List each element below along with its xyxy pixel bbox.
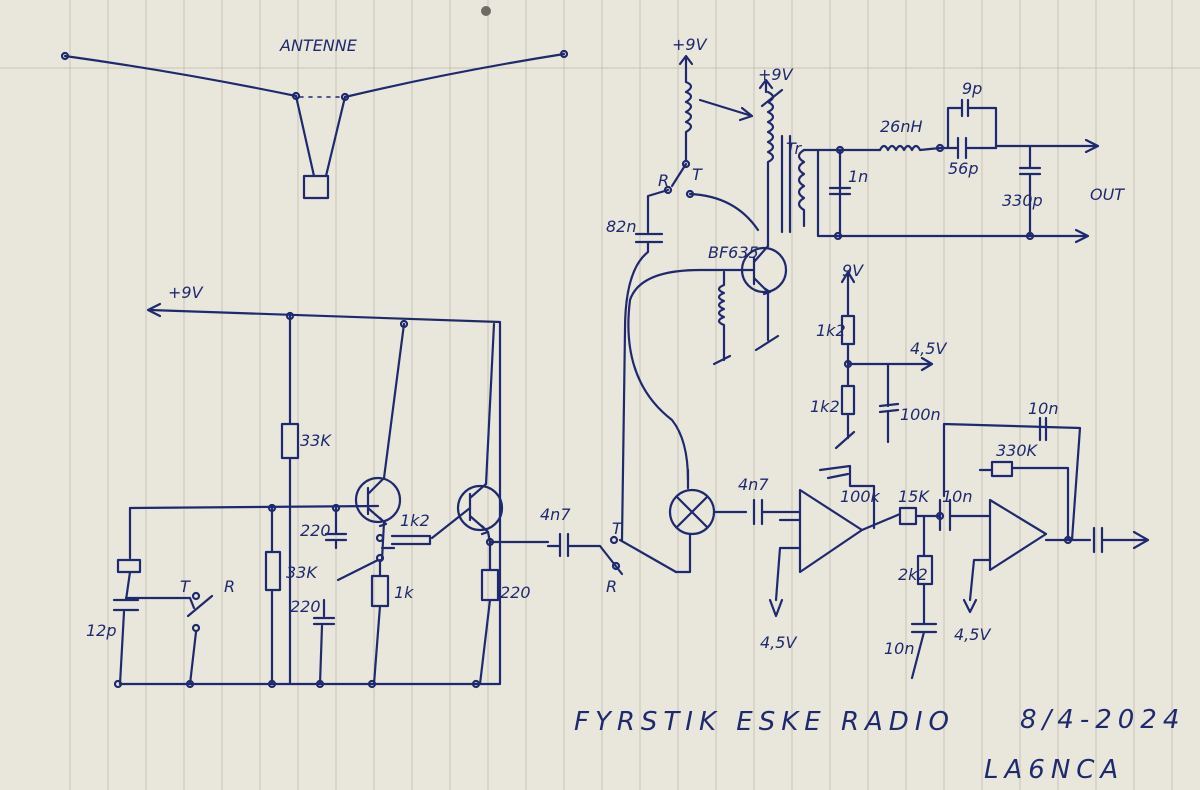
r1k2a-label: 1k2 xyxy=(816,321,846,340)
callsign: LA6NCA xyxy=(984,755,1124,785)
c4n7b-label: 4n7 xyxy=(738,475,769,494)
switch-t1-label: T xyxy=(180,577,191,596)
r15k-label: 15K xyxy=(898,487,930,506)
switch-t2-label: T xyxy=(612,519,623,538)
c330p-label: 330p xyxy=(1002,191,1043,210)
r1k2-transistor-label: 1k2 xyxy=(400,511,430,530)
c100n-label: 100n xyxy=(900,405,941,424)
antenna xyxy=(60,49,569,200)
c220b-label: 220 xyxy=(290,597,321,616)
c9p-label: 9p xyxy=(962,79,982,98)
punch-hole xyxy=(481,6,491,16)
bf635-label: BF635 xyxy=(708,243,759,262)
r330k-label: 330K xyxy=(996,441,1039,460)
c82n-label: 82n xyxy=(606,217,637,236)
af-amplifier xyxy=(112,302,678,689)
v9-left-label: +9V xyxy=(168,283,204,302)
r33k-bot-label: 33K xyxy=(286,563,318,582)
c4n7a-label: 4n7 xyxy=(540,505,571,524)
r220-label: 220 xyxy=(500,583,531,602)
v9-coil-label: +9V xyxy=(758,65,794,84)
switch-t3-label: T xyxy=(692,165,703,184)
c56p-label: 56p xyxy=(948,159,979,178)
c1n-label: 1n xyxy=(848,167,868,186)
c10n-in-label: 10n xyxy=(942,487,973,506)
r100k-label: 100k xyxy=(840,487,881,506)
mixer-and-audio xyxy=(668,416,1150,680)
c10n-gnd-label: 10n xyxy=(884,639,915,658)
switch-r3-label: R xyxy=(658,171,669,190)
switch-r2-label: R xyxy=(606,577,617,596)
v9-divider-label: 9V xyxy=(842,261,864,280)
r1k2b-label: 1k2 xyxy=(810,397,840,416)
r2k2-label: 2k2 xyxy=(898,565,928,584)
r1k-label: 1k xyxy=(394,583,414,602)
title: FYRSTIK ESKE RADIO xyxy=(574,707,955,737)
voltage-divider xyxy=(834,270,934,450)
c12p-label: 12p xyxy=(86,621,117,640)
l26-label: 26nH xyxy=(880,117,923,136)
r33k-top-label: 33K xyxy=(300,431,332,450)
v45-mid-label: 4,5V xyxy=(910,339,947,358)
antenna-label: ANTENNE xyxy=(279,36,358,55)
v45-op1-label: 4,5V xyxy=(760,633,797,652)
out-label: OUT xyxy=(1090,185,1125,204)
date: 8/4-2024 xyxy=(1020,705,1185,735)
v9-top-label: +9V xyxy=(672,35,708,54)
v45-op2-label: 4,5V xyxy=(954,625,991,644)
c220a-label: 220 xyxy=(300,521,331,540)
rf-oscillator xyxy=(620,54,1100,542)
switch-r1-label: R xyxy=(224,577,235,596)
c10n-fb-label: 10n xyxy=(1028,399,1059,418)
tr-label: Tr xyxy=(786,139,803,158)
